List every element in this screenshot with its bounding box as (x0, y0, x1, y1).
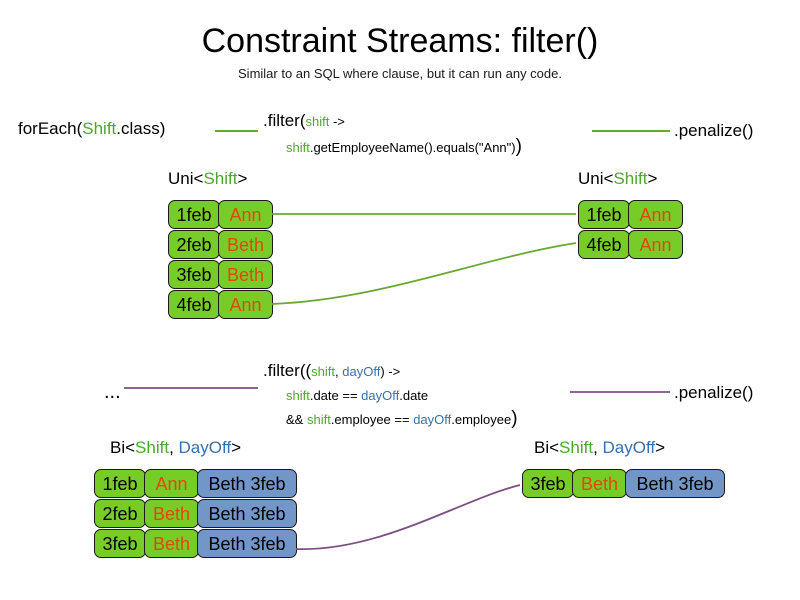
bi-terminal-call: .penalize() (674, 383, 754, 402)
bi-filter-l3-mid: .employee == (330, 412, 414, 427)
uni-filter-line2: shift.getEmployeeName().equals("Ann")) (286, 136, 522, 157)
cell-name: Beth (144, 529, 199, 558)
cell-name: Ann (628, 200, 683, 229)
cell-date: 4feb (578, 230, 630, 259)
cell-date: 4feb (168, 290, 220, 319)
uni-filter-close-paren: ) (515, 136, 522, 157)
cell-name: Ann (144, 469, 199, 498)
table-row[interactable]: 3feb Beth (168, 260, 273, 289)
bi-filter-l2-end: .date (399, 388, 429, 403)
uni-output-label-prefix: Uni< (578, 169, 614, 188)
cell-date: 1feb (94, 469, 146, 498)
cell-name: Beth (218, 230, 273, 259)
bi-input-label-type2: DayOff (178, 438, 232, 457)
uni-filter-body-param: shift (286, 140, 310, 155)
bi-filter-l2-param1: shift (286, 388, 310, 403)
cell-date: 2feb (168, 230, 220, 259)
uni-filter-body: .getEmployeeName().equals("Ann") (309, 140, 516, 155)
bi-filter-line3: && shift.employee == dayOff.employee) (286, 408, 518, 429)
cell-date: 3feb (168, 260, 220, 289)
uni-output-type-label: Uni<Shift> (578, 168, 657, 189)
uni-filter-param: shift (305, 114, 330, 129)
bi-filter-line1: .filter((shift, dayOff) -> (263, 360, 400, 381)
cell-dayoff: Beth 3feb (197, 499, 297, 528)
bi-input-label-suffix: > (231, 438, 242, 457)
bi-filter-l2-mid: .date == (309, 388, 362, 403)
bi-filter-comma: , (335, 364, 343, 379)
cell-date: 2feb (94, 499, 146, 528)
uni-input-label-type: Shift (203, 169, 238, 188)
uni-connector-row4 (271, 242, 577, 305)
bi-filter-l3-op: && (286, 412, 307, 427)
cell-date: 1feb (168, 200, 220, 229)
cell-date: 1feb (578, 200, 630, 229)
bi-output-label-type2: DayOff (602, 438, 656, 457)
cell-date: 3feb (94, 529, 146, 558)
cell-dayoff: Beth 3feb (625, 469, 725, 498)
uni-filter-arrow: -> (329, 114, 345, 129)
cell-dayoff: Beth 3feb (197, 529, 297, 558)
table-row[interactable]: 1feb Ann (168, 200, 273, 229)
table-row[interactable]: 1feb Ann (578, 200, 683, 229)
bi-output-type-label: Bi<Shift, DayOff> (534, 437, 665, 458)
bi-filter-param1: shift (311, 364, 336, 379)
bi-source-ellipsis: ... (104, 381, 121, 403)
bi-input-label-comma: , (169, 438, 179, 457)
table-row[interactable]: 3feb Beth Beth 3feb (522, 469, 725, 498)
uni-source-type: Shift (82, 119, 117, 138)
cell-name: Beth (572, 469, 627, 498)
cell-name: Beth (218, 260, 273, 289)
cell-name: Ann (218, 290, 273, 319)
uni-source-call: forEach(Shift.class) (18, 118, 165, 139)
bi-input-label-prefix: Bi< (110, 438, 136, 457)
page-title: Constraint Streams: filter() (201, 22, 599, 60)
bi-filter-l3-param2: dayOff (413, 412, 452, 427)
bi-filter-arrow: ) -> (380, 364, 401, 379)
cell-name: Ann (218, 200, 273, 229)
table-row[interactable]: 2feb Beth (168, 230, 273, 259)
uni-input-label-suffix: > (237, 169, 248, 188)
cell-name: Ann (628, 230, 683, 259)
uni-terminal-call: .penalize() (674, 121, 754, 140)
cell-dayoff: Beth 3feb (197, 469, 297, 498)
uni-output-label-type: Shift (613, 169, 648, 188)
bi-filter-prefix: .filter(( (263, 361, 312, 380)
cell-name: Beth (144, 499, 199, 528)
table-row[interactable]: 4feb Ann (168, 290, 273, 319)
bi-output-label-prefix: Bi< (534, 438, 560, 457)
table-row[interactable]: 2feb Beth Beth 3feb (94, 499, 297, 528)
bi-output-label-type1: Shift (559, 438, 594, 457)
bi-input-table: 1feb Ann Beth 3feb 2feb Beth Beth 3feb 3… (94, 469, 297, 558)
uni-input-table: 1feb Ann 2feb Beth 3feb Beth 4feb Ann (168, 200, 273, 319)
bi-filter-param2: dayOff (342, 364, 381, 379)
cell-date: 3feb (522, 469, 574, 498)
uni-output-table: 1feb Ann 4feb Ann (578, 200, 683, 259)
uni-filter-line1: .filter(shift -> (263, 110, 345, 131)
uni-source-suffix: .class) (116, 119, 166, 138)
bi-filter-close-paren: ) (511, 408, 518, 429)
table-row[interactable]: 1feb Ann Beth 3feb (94, 469, 297, 498)
table-row[interactable]: 4feb Ann (578, 230, 683, 259)
table-row[interactable]: 3feb Beth Beth 3feb (94, 529, 297, 558)
uni-input-label-prefix: Uni< (168, 169, 204, 188)
uni-output-label-suffix: > (647, 169, 658, 188)
uni-filter-prefix: .filter( (263, 111, 306, 130)
bi-output-table: 3feb Beth Beth 3feb (522, 469, 725, 498)
bi-filter-l3-end: .employee (451, 412, 512, 427)
bi-output-label-suffix: > (655, 438, 666, 457)
bi-filter-line2: shift.date == dayOff.date (286, 387, 428, 405)
bi-connector-row3 (295, 484, 521, 550)
bi-filter-l2-param2: dayOff (361, 388, 400, 403)
page-subtitle: Similar to an SQL where clause, but it c… (238, 66, 562, 81)
bi-input-label-type1: Shift (135, 438, 170, 457)
uni-input-type-label: Uni<Shift> (168, 168, 247, 189)
bi-input-type-label: Bi<Shift, DayOff> (110, 437, 241, 458)
uni-source-prefix: forEach( (18, 119, 83, 138)
bi-output-label-comma: , (593, 438, 603, 457)
bi-filter-l3-param1: shift (306, 412, 331, 427)
